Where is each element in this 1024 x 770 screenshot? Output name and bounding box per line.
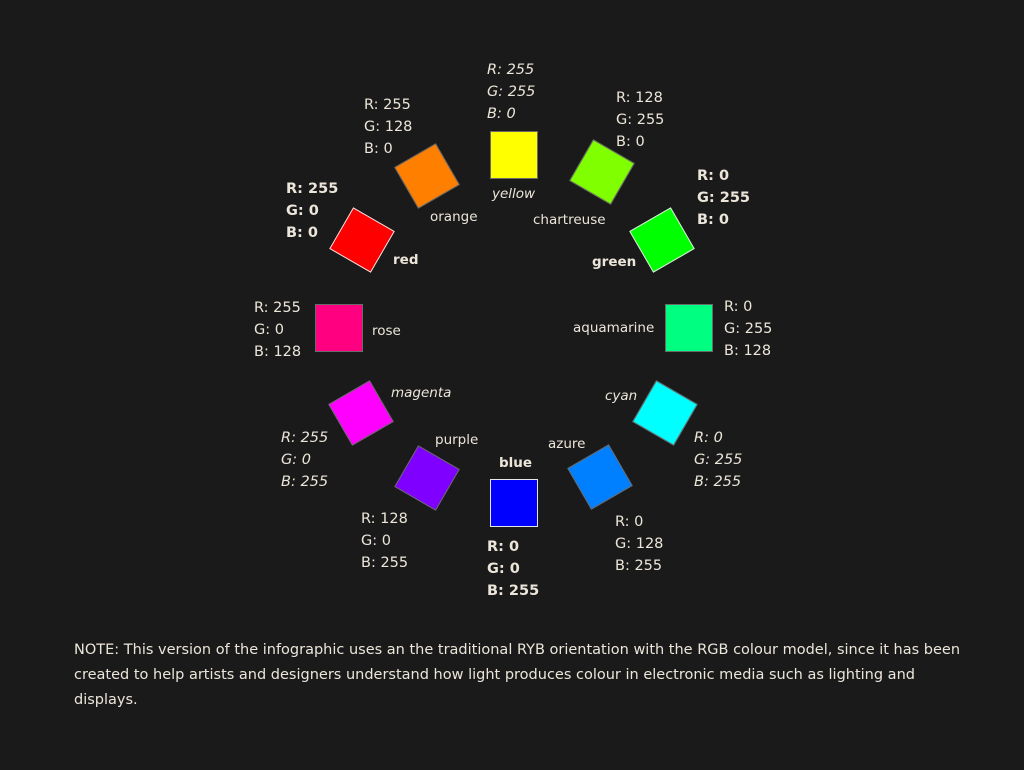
- rgb-r: R: 0: [615, 514, 644, 530]
- label-magenta: magenta: [391, 385, 452, 401]
- rgb-red: R: 255 G: 0 B: 0: [286, 178, 338, 244]
- label-rose: rose: [372, 323, 401, 339]
- swatch-magenta: [328, 380, 394, 446]
- swatch-yellow: [490, 131, 538, 179]
- swatch-red: [329, 207, 395, 273]
- rgb-green: R: 0 G: 255 B: 0: [697, 165, 750, 231]
- swatch-rose: [315, 304, 363, 352]
- rgb-r: R: 255: [487, 62, 535, 78]
- rgb-chartreuse: R: 128 G: 255 B: 0: [616, 87, 664, 153]
- rgb-g: G: 255: [694, 452, 743, 468]
- rgb-r: R: 128: [361, 511, 408, 527]
- label-yellow: yellow: [492, 186, 536, 202]
- rgb-r: R: 0: [694, 430, 723, 446]
- rgb-b: B: 0: [616, 134, 645, 150]
- label-green: green: [592, 254, 637, 270]
- rgb-b: B: 255: [694, 474, 742, 490]
- rgb-azure: R: 0 G: 128 B: 255: [615, 511, 663, 577]
- rgb-r: R: 0: [697, 168, 730, 184]
- rgb-g: G: 255: [616, 112, 665, 128]
- rgb-g: G: 0: [254, 322, 284, 338]
- label-red: red: [393, 252, 419, 268]
- rgb-cyan: R: 0 G: 255 B: 255: [694, 427, 742, 493]
- rgb-r: R: 255: [364, 97, 411, 113]
- rgb-b: B: 0: [286, 225, 318, 241]
- rgb-r: R: 255: [254, 300, 301, 316]
- rgb-b: B: 0: [487, 106, 516, 122]
- rgb-r: R: 0: [724, 299, 753, 315]
- rgb-r: R: 255: [281, 430, 329, 446]
- rgb-b: B: 255: [361, 555, 409, 571]
- swatch-green: [629, 207, 695, 273]
- rgb-yellow: R: 255 G: 255 B: 0: [487, 59, 535, 125]
- label-blue: blue: [499, 455, 533, 471]
- swatch-blue: [490, 479, 538, 527]
- rgb-g: G: 0: [286, 203, 319, 219]
- rgb-b: B: 0: [697, 212, 729, 228]
- rgb-g: G: 0: [361, 533, 391, 549]
- rgb-r: R: 255: [286, 181, 339, 197]
- rgb-b: B: 128: [724, 343, 772, 359]
- rgb-g: G: 0: [487, 561, 520, 577]
- rgb-blue: R: 0 G: 0 B: 255: [487, 536, 539, 602]
- rgb-g: G: 255: [697, 190, 751, 206]
- rgb-b: B: 255: [281, 474, 329, 490]
- rgb-b: B: 128: [254, 344, 302, 360]
- rgb-g: G: 255: [487, 84, 536, 100]
- rgb-b: B: 255: [615, 558, 663, 574]
- rgb-aquamarine: R: 0 G: 255 B: 128: [724, 296, 772, 362]
- label-aquamarine: aquamarine: [573, 320, 655, 336]
- label-azure: azure: [548, 436, 586, 452]
- footnote: NOTE: This version of the infographic us…: [74, 642, 961, 708]
- label-cyan: cyan: [605, 388, 638, 404]
- rgb-b: B: 255: [487, 583, 540, 599]
- rgb-rose: R: 255 G: 0 B: 128: [254, 297, 301, 363]
- label-purple: purple: [435, 432, 479, 448]
- rgb-r: R: 0: [487, 539, 520, 555]
- rgb-g: G: 0: [281, 452, 311, 468]
- rgb-orange: R: 255 G: 128 B: 0: [364, 94, 412, 160]
- rgb-purple: R: 128 G: 0 B: 255: [361, 508, 408, 574]
- swatch-aquamarine: [665, 304, 713, 352]
- rgb-magenta: R: 255 G: 0 B: 255: [281, 427, 328, 493]
- swatch-azure: [567, 444, 633, 510]
- swatch-cyan: [632, 380, 698, 446]
- rgb-b: B: 0: [364, 141, 393, 157]
- label-chartreuse: chartreuse: [533, 212, 606, 228]
- swatch-purple: [394, 445, 460, 511]
- label-orange: orange: [430, 209, 478, 225]
- rgb-g: G: 128: [615, 536, 664, 552]
- rgb-g: G: 255: [724, 321, 773, 337]
- rgb-g: G: 128: [364, 119, 413, 135]
- rgb-r: R: 128: [616, 90, 663, 106]
